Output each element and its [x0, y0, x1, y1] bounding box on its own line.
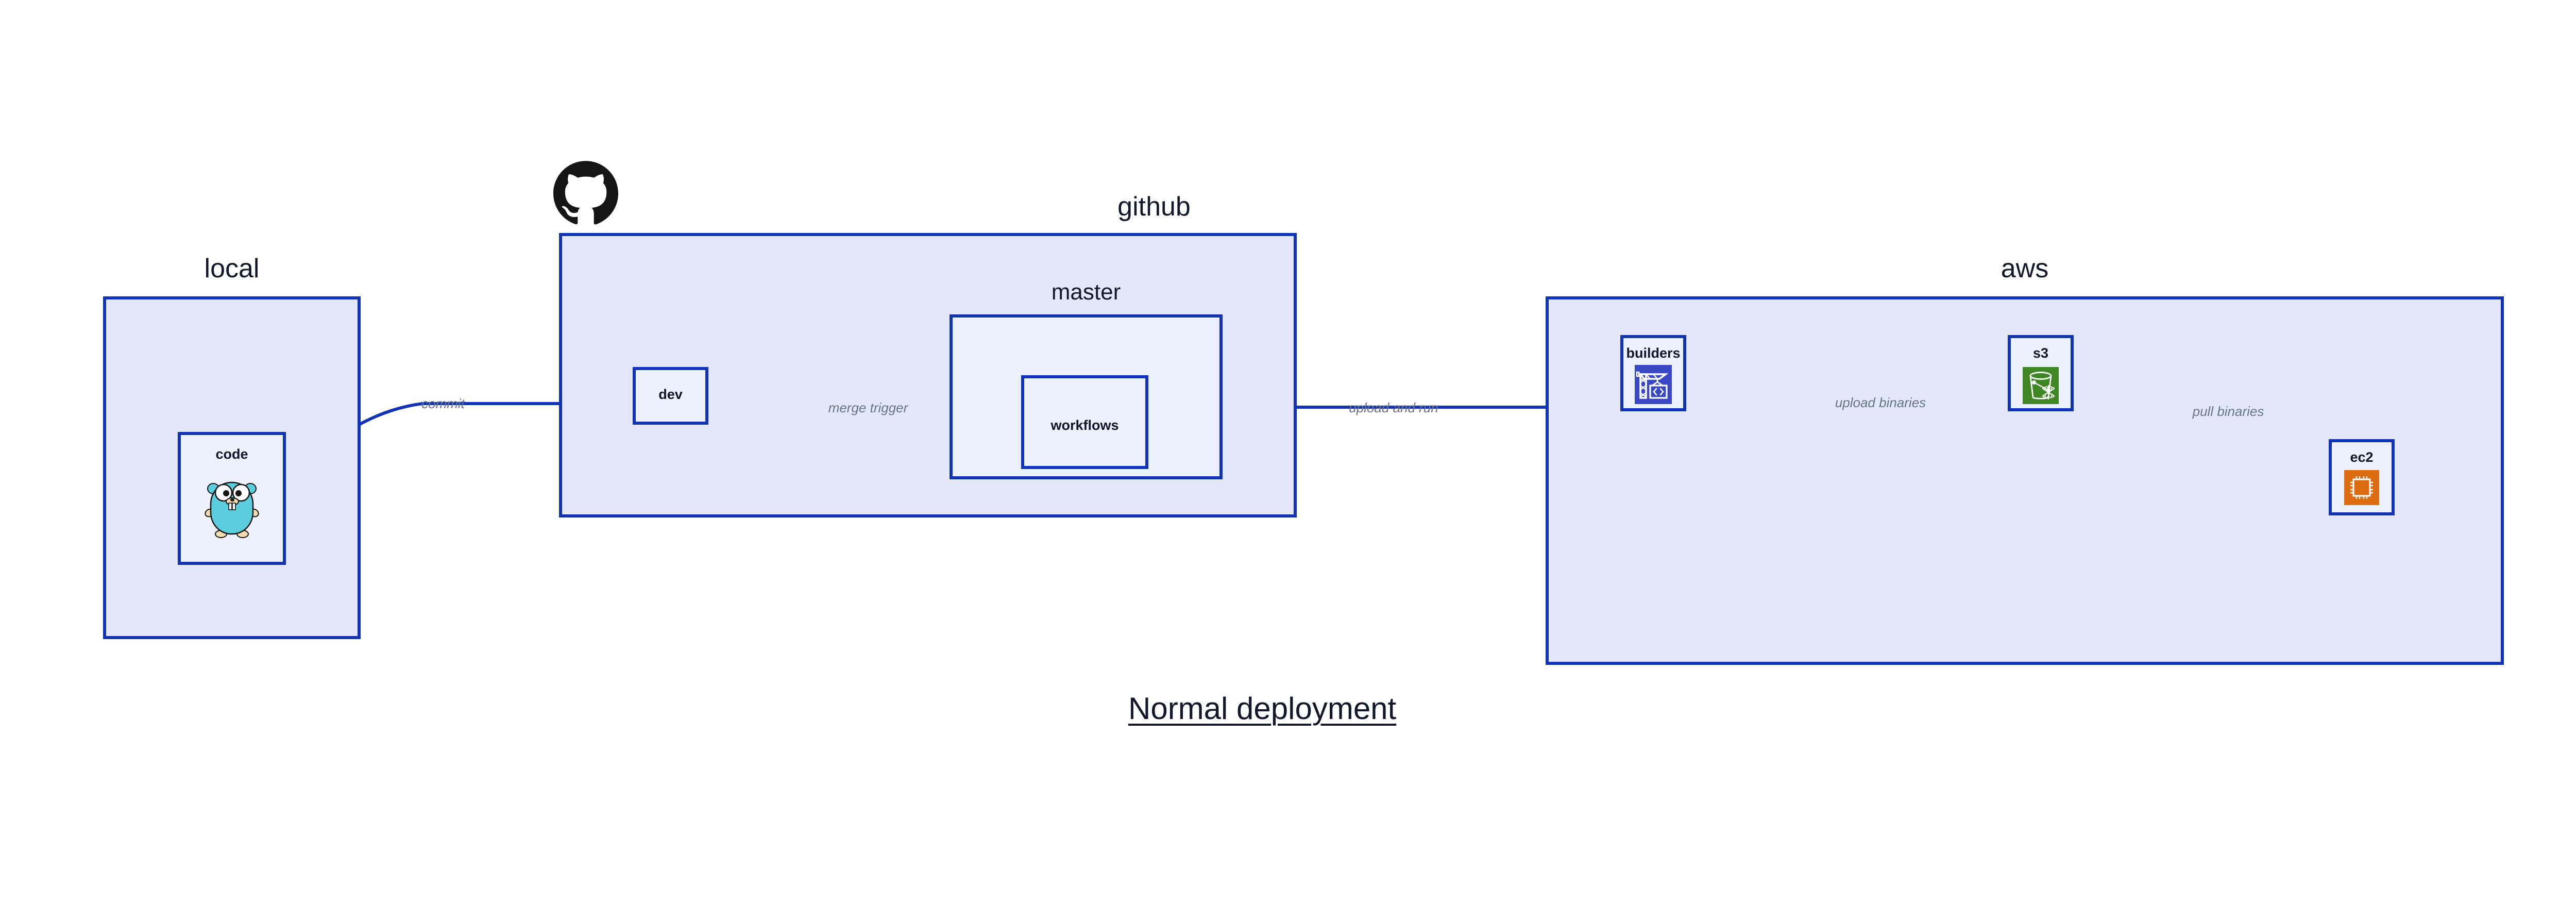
node-builders-label: builders: [1626, 345, 1681, 361]
edge-label-commit: commit: [421, 396, 465, 411]
node-workflows-label: workflows: [1050, 417, 1119, 433]
aws-ec2-icon: [2344, 470, 2379, 505]
diagram-title: Normal deployment: [1128, 691, 1397, 726]
edge-label-upload-and-run: upload and run: [1349, 400, 1438, 415]
group-local-label: local: [204, 254, 260, 283]
aws-s3-glacier-icon: [2023, 367, 2059, 404]
group-github-label: github: [1117, 192, 1191, 222]
edge-label-pull-binaries: pull binaries: [2192, 404, 2264, 419]
aws-codebuild-icon: [1635, 365, 1672, 404]
node-builders[interactable]: builders: [1620, 335, 1686, 411]
node-ec2-label: ec2: [2350, 449, 2374, 465]
github-octocat-logo: [553, 161, 618, 225]
node-s3-label: s3: [2032, 345, 2049, 361]
node-ec2[interactable]: ec2: [2329, 439, 2395, 515]
node-code[interactable]: code: [178, 432, 286, 565]
edge-label-upload-binaries: upload binaries: [1835, 395, 1926, 410]
node-code-label: code: [215, 446, 248, 462]
edge-label-merge-trigger: merge trigger: [828, 400, 908, 415]
go-gopher-icon: [204, 472, 260, 538]
node-dev-label: dev: [658, 387, 683, 402]
subgroup-master-label: master: [1051, 279, 1121, 305]
group-aws-label: aws: [2001, 254, 2049, 283]
node-dev[interactable]: dev: [633, 367, 708, 425]
node-s3[interactable]: s3: [2008, 335, 2074, 411]
node-workflows[interactable]: workflows: [1021, 375, 1148, 469]
